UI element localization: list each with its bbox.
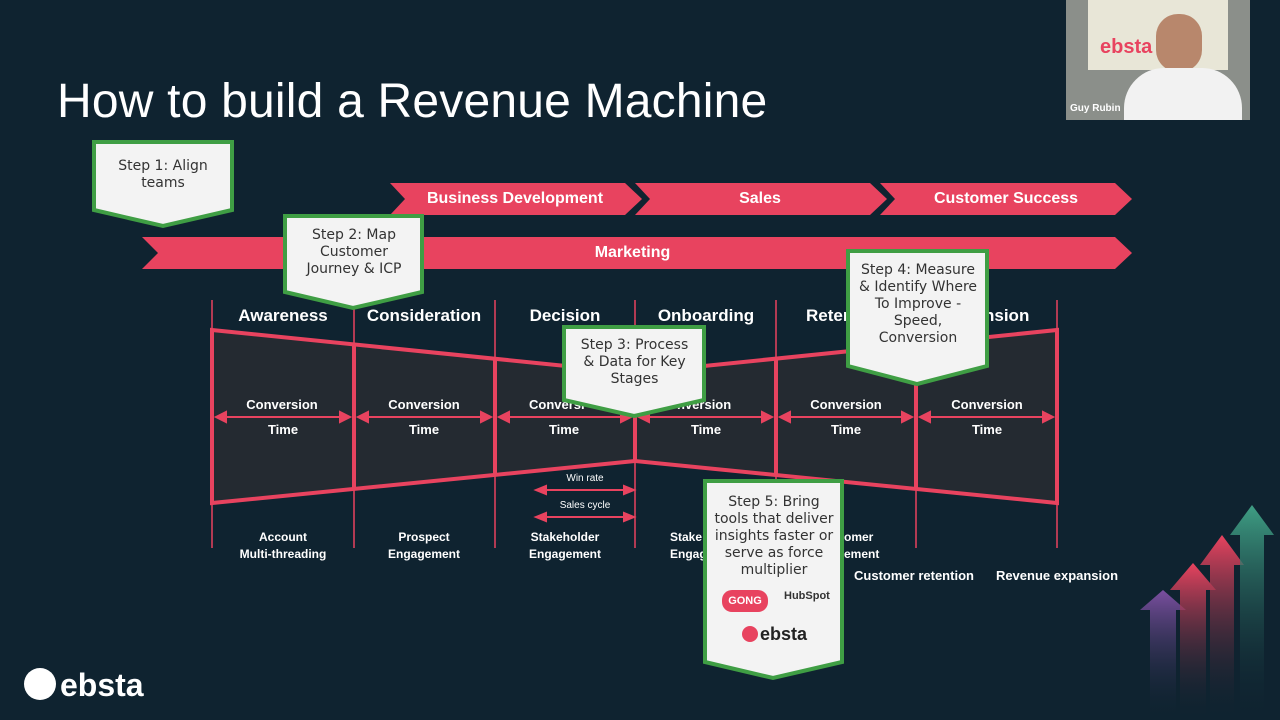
step4-line: & Identify Where bbox=[858, 279, 978, 295]
time-label: Time bbox=[267, 422, 299, 437]
bottom-label-account: Account Multi-threading bbox=[239, 530, 327, 561]
conversion-label: Conversion bbox=[951, 397, 1023, 412]
time-label: Time bbox=[548, 422, 580, 437]
participant-name: Guy Rubin bbox=[1070, 103, 1121, 114]
step2-line: Customer bbox=[319, 244, 388, 260]
step1-line: Step 1: Align bbox=[118, 158, 208, 174]
stage-consideration: Consideration bbox=[366, 306, 482, 325]
step5-line: Step 5: Bring bbox=[728, 494, 820, 510]
step4-line: Step 4: Measure bbox=[861, 262, 975, 278]
step5-line: serve as force bbox=[724, 545, 824, 561]
ebsta-footer-logo: ebsta bbox=[60, 667, 144, 703]
bottom-label-stakeholder-partial: Stake Engag bbox=[670, 530, 707, 561]
step2-text: Step 2: Map Customer Journey & ICP bbox=[289, 227, 419, 278]
customer-success-arrow bbox=[880, 183, 1132, 215]
stage-decision: Decision bbox=[529, 306, 601, 325]
step1-text: Step 1: Align teams bbox=[98, 158, 228, 192]
step1-callout bbox=[92, 140, 234, 229]
customer-success-label: Customer Success bbox=[933, 190, 1079, 207]
step3-line: Step 3: Process bbox=[580, 337, 689, 353]
ebsta-wall-sign: ebsta bbox=[1100, 36, 1153, 58]
step4-text: Step 4: Measure & Identify Where To Impr… bbox=[852, 262, 984, 347]
hubspot-logo: HubSpot bbox=[784, 590, 830, 602]
sales-cycle-label: Sales cycle bbox=[559, 500, 611, 511]
step3-line: Stages bbox=[610, 371, 659, 387]
conversion-label: Conversion bbox=[810, 397, 882, 412]
ebsta-mark-icon bbox=[742, 626, 758, 642]
ebsta-logo-icon bbox=[24, 668, 56, 700]
conversion-label: Conversion bbox=[246, 397, 318, 412]
slide-title: How to build a Revenue Machine bbox=[57, 75, 768, 128]
sales-label: Sales bbox=[739, 190, 781, 207]
win-rate-label: Win rate bbox=[566, 473, 604, 484]
stage-awareness: Awareness bbox=[238, 306, 328, 325]
time-label: Time bbox=[690, 422, 722, 437]
step5-text: Step 5: Bring tools that deliver insight… bbox=[709, 494, 839, 579]
sales-arrow bbox=[635, 183, 887, 215]
stage-retention: Reten bbox=[806, 306, 854, 325]
step5-line: tools that deliver bbox=[714, 511, 834, 527]
participant-video[interactable]: ebsta bbox=[1066, 0, 1250, 120]
marketing-label: Marketing bbox=[594, 244, 671, 261]
stage-onboarding: Onboarding bbox=[657, 306, 755, 325]
step3-text: Step 3: Process & Data for Key Stages bbox=[568, 337, 701, 388]
ebsta-tool-logo: ebsta bbox=[760, 624, 808, 644]
participant-head bbox=[1156, 14, 1202, 72]
step5-line: multiplier bbox=[740, 562, 808, 578]
step4-line: Conversion bbox=[878, 330, 958, 346]
bottom-label-revenue-expansion: Revenue expansion bbox=[995, 568, 1119, 583]
time-label: Time bbox=[830, 422, 862, 437]
step2-line: Journey & ICP bbox=[306, 261, 402, 277]
stage-expansion: nsion bbox=[984, 306, 1030, 325]
step4-line: Speed, bbox=[893, 313, 943, 329]
step1-line: teams bbox=[141, 175, 185, 191]
step3-line: & Data for Key bbox=[583, 354, 686, 370]
step5-callout bbox=[703, 479, 844, 681]
step3-callout bbox=[562, 325, 706, 419]
time-label: Time bbox=[408, 422, 440, 437]
participant-shirt bbox=[1124, 68, 1242, 120]
conversion-label: Conversion bbox=[388, 397, 460, 412]
bottom-label-customer-retention: Customer retention bbox=[854, 568, 974, 583]
bottom-label-customer-partial: omer ement bbox=[844, 530, 880, 561]
step5-line: insights faster or bbox=[714, 528, 834, 544]
business-development-label: Business Development bbox=[426, 190, 604, 207]
step2-callout bbox=[283, 214, 424, 311]
step2-line: Step 2: Map bbox=[312, 227, 396, 243]
bottom-label-prospect: Prospect Engagement bbox=[387, 530, 460, 561]
bottom-label-stakeholder: Stakeholder Engagement bbox=[528, 530, 601, 561]
time-label: Time bbox=[971, 422, 1003, 437]
step4-line: To Improve - bbox=[874, 296, 962, 312]
step4-callout bbox=[846, 249, 989, 387]
business-development-arrow bbox=[390, 183, 642, 215]
gong-logo: GONG bbox=[722, 590, 768, 612]
